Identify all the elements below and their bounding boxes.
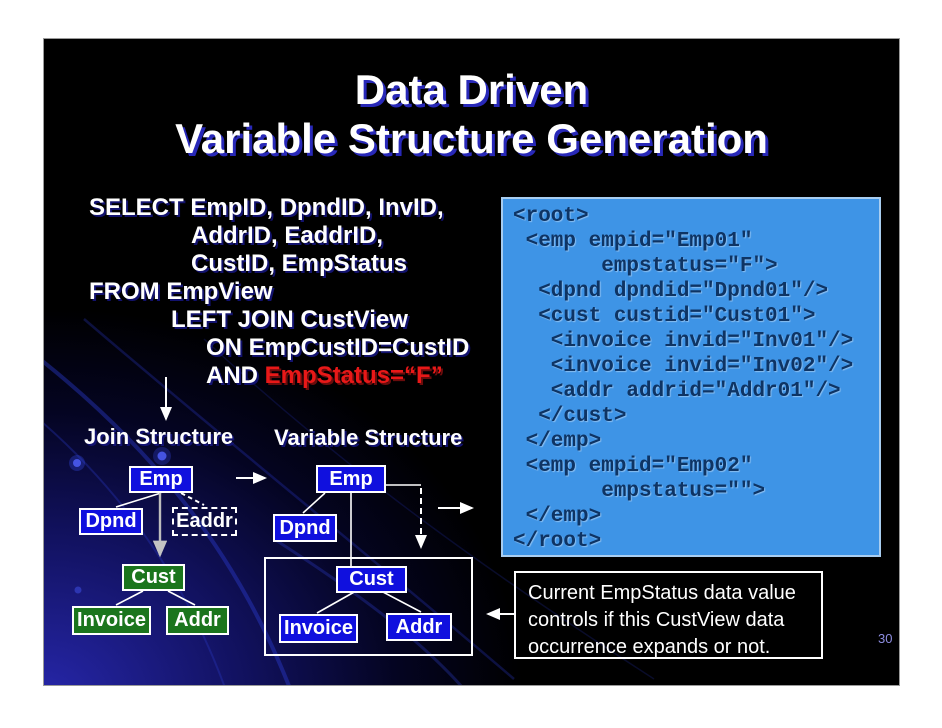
variable-structure-label: Variable Structure (274, 425, 463, 450)
title-line-2: Variable Structure Generation (175, 115, 768, 162)
title-line-1: Data Driven (354, 66, 589, 113)
slide-title: Data Driven Variable Structure Generatio… (44, 65, 899, 163)
sql-line-select: SELECT EmpID, DpndID, InvID, (89, 194, 444, 221)
sql-line-on: ON EmpCustID=CustID (206, 334, 470, 361)
sql-line-and: AND EmpStatus=“F” (206, 362, 469, 390)
diagram-connectors (115, 377, 515, 620)
join-cust-box: Cust (122, 564, 185, 591)
xml-line: <emp empid="Emp01" (513, 230, 753, 253)
xml-line: </cust> (513, 405, 627, 428)
page-number: 30 (878, 631, 893, 646)
variable-dpnd-box: Dpnd (273, 514, 337, 542)
custview-group-box (264, 557, 473, 656)
xml-line: </emp> (513, 505, 602, 528)
join-eaddr-box: Eaddr (172, 507, 237, 536)
join-structure-label: Join Structure (84, 424, 234, 449)
xml-line: </emp> (513, 430, 602, 453)
xml-line: empstatus="F"> (513, 255, 778, 278)
xml-line: <cust custid="Cust01"> (513, 305, 816, 328)
join-emp-box: Emp (129, 466, 193, 493)
join-addr-box: Addr (166, 606, 229, 635)
sql-red-condition: EmpStatus=“F” (264, 362, 443, 389)
variable-cust-box: Cust (336, 566, 407, 593)
sql-query: SELECT EmpID, DpndID, InvID, AddrID, Ead… (89, 194, 469, 390)
note-line-2: controls if this CustView data (528, 609, 785, 631)
join-dpnd-box: Dpnd (79, 508, 143, 535)
background-decoration (44, 318, 655, 685)
sql-line-custid: CustID, EmpStatus (191, 250, 408, 277)
note-line-3: occurrence expands or not. (528, 636, 771, 658)
sql-line-addrid: AddrID, EaddrID, (191, 222, 384, 249)
sql-line-from: FROM EmpView (89, 278, 273, 305)
xml-line: <invoice invid="Inv01"/> (513, 330, 854, 353)
xml-line: <addr addrid="Addr01"/> (513, 380, 841, 403)
xml-line: <emp empid="Emp02" (513, 455, 753, 478)
sql-line-join: LEFT JOIN CustView (171, 306, 408, 333)
xml-line: <invoice invid="Inv02"/> (513, 355, 854, 378)
note-line-1: Current EmpStatus data value (528, 582, 796, 604)
sql-and-keyword: AND (206, 362, 265, 389)
xml-line: </root> (513, 530, 602, 553)
note-box: Current EmpStatus data value controls if… (514, 571, 823, 659)
xml-line: <root> (513, 205, 589, 228)
slide: Data Driven Variable Structure Generatio… (43, 38, 900, 686)
xml-output-block: <root> <emp empid="Emp01" empstatus="F">… (501, 197, 881, 557)
variable-emp-box: Emp (316, 465, 386, 493)
variable-invoice-box: Invoice (279, 614, 358, 643)
variable-addr-box: Addr (386, 613, 452, 641)
xml-line: <dpnd dpndid="Dpnd01"/> (513, 280, 829, 303)
join-invoice-box: Invoice (72, 606, 151, 635)
xml-line: empstatus=""> (513, 480, 766, 503)
